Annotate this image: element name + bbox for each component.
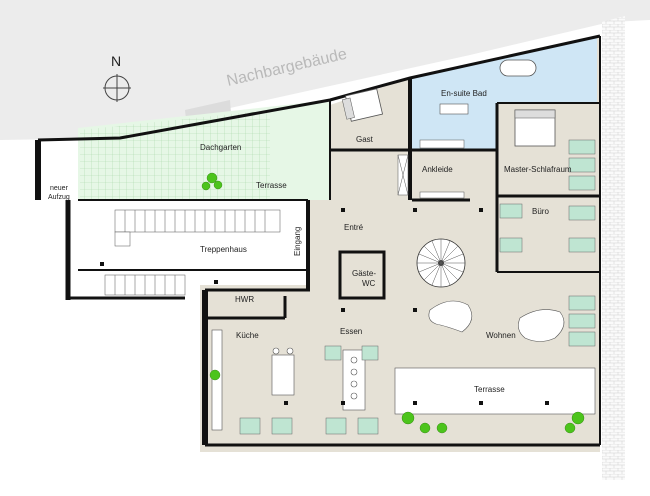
stairs-upper: [114, 209, 281, 247]
master-bed: [514, 109, 556, 147]
compass-icon: [103, 74, 131, 102]
plants: [201, 172, 585, 434]
kitchen-island: [211, 329, 295, 431]
compass-letter: N: [111, 53, 121, 69]
columns: [100, 208, 549, 405]
entry-floor: [310, 190, 410, 290]
label-wohnen: Wohnen: [486, 331, 516, 340]
bottom-terrace: [394, 367, 596, 415]
label-buero: Büro: [532, 207, 549, 216]
neighbor-building: [0, 0, 650, 140]
guest-bed: [341, 88, 383, 122]
stairs-lower: [104, 274, 186, 296]
sofa-right: [518, 309, 565, 342]
label-kueche: Küche: [236, 331, 259, 340]
label-terrasse-bottom: Terrasse: [474, 385, 505, 394]
label-treppenhaus: Treppenhaus: [200, 245, 247, 254]
roof-garden-grid: [80, 110, 270, 200]
label-essen: Essen: [340, 327, 362, 336]
label-entre: Entré: [344, 223, 364, 232]
spiral-staircase: [416, 238, 466, 288]
label-dachgarten: Dachgarten: [200, 143, 241, 152]
label-gast: Gast: [356, 135, 374, 144]
planter-boxes: [239, 139, 596, 435]
washbasin: [439, 103, 469, 115]
brick-wall-right: [602, 16, 625, 480]
label-aufzug-2: Aufzug: [48, 194, 70, 201]
sofa-left: [428, 300, 473, 333]
label-hwr: HWR: [235, 295, 254, 304]
ensuite-bath: [410, 38, 597, 150]
wall-gaeste-wc: [338, 250, 386, 300]
ankleide-wardrobes: [397, 139, 465, 199]
label-ensuite: En-suite Bad: [441, 89, 487, 98]
label-eingang: Eingang: [293, 227, 302, 256]
label-gaeste-1: Gäste-: [352, 269, 376, 278]
dining-table: [342, 349, 366, 411]
label-terrasse-top: Terrasse: [256, 181, 287, 190]
bathtub: [499, 59, 537, 77]
label-aufzug-1: neuer: [50, 185, 69, 192]
label-gaeste-2: WC: [362, 279, 376, 288]
label-master: Master-Schlafraum: [504, 165, 572, 174]
label-ankleide: Ankleide: [422, 165, 453, 174]
